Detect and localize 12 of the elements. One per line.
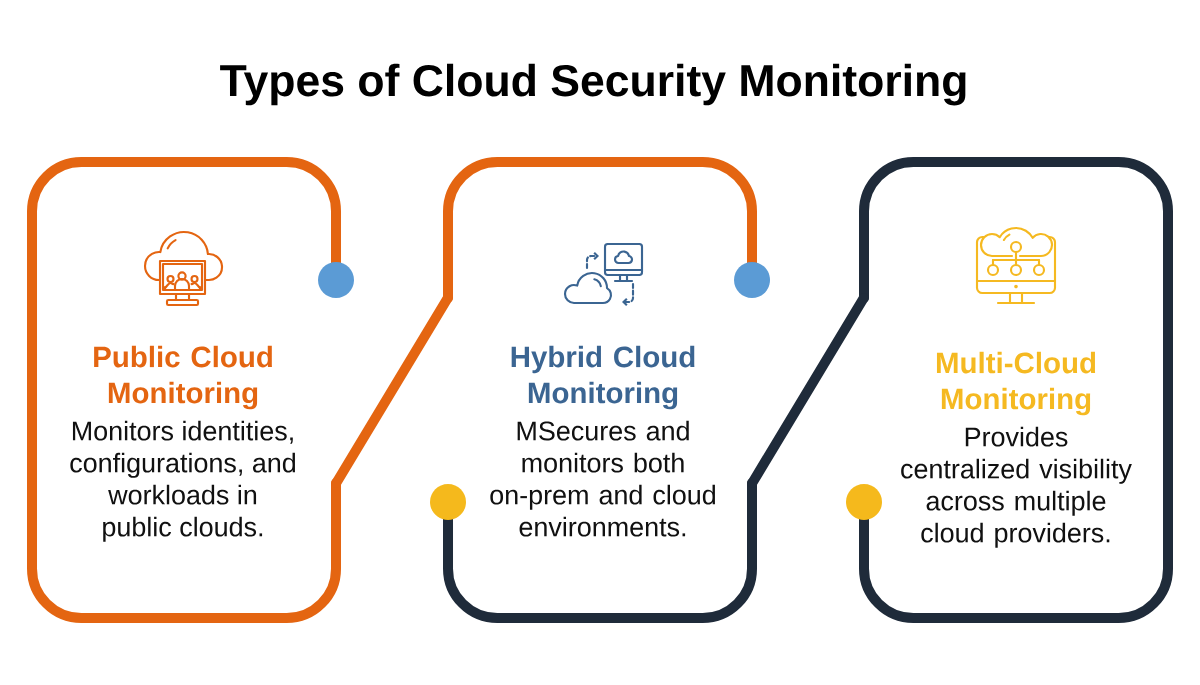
description: Monitors identities, configurations, and workloads in public clouds. (70, 420, 295, 542)
description: Provides centralized visibility across multiple cloud providers. (901, 426, 1132, 548)
panel (859, 157, 1173, 623)
connector-line (747, 293, 869, 488)
heading: Public Cloud Monitoring (94, 345, 272, 410)
description: MSecures and monitors both on-prem and cloud environments. (490, 420, 715, 537)
heading: Hybrid Cloud Monitoring (511, 345, 695, 410)
panel (27, 157, 341, 623)
title: Types of Cloud Security Monitoring (220, 63, 966, 106)
panel (443, 157, 757, 623)
connector-line (331, 293, 453, 488)
heading: Multi-Cloud Monitoring (936, 351, 1096, 416)
